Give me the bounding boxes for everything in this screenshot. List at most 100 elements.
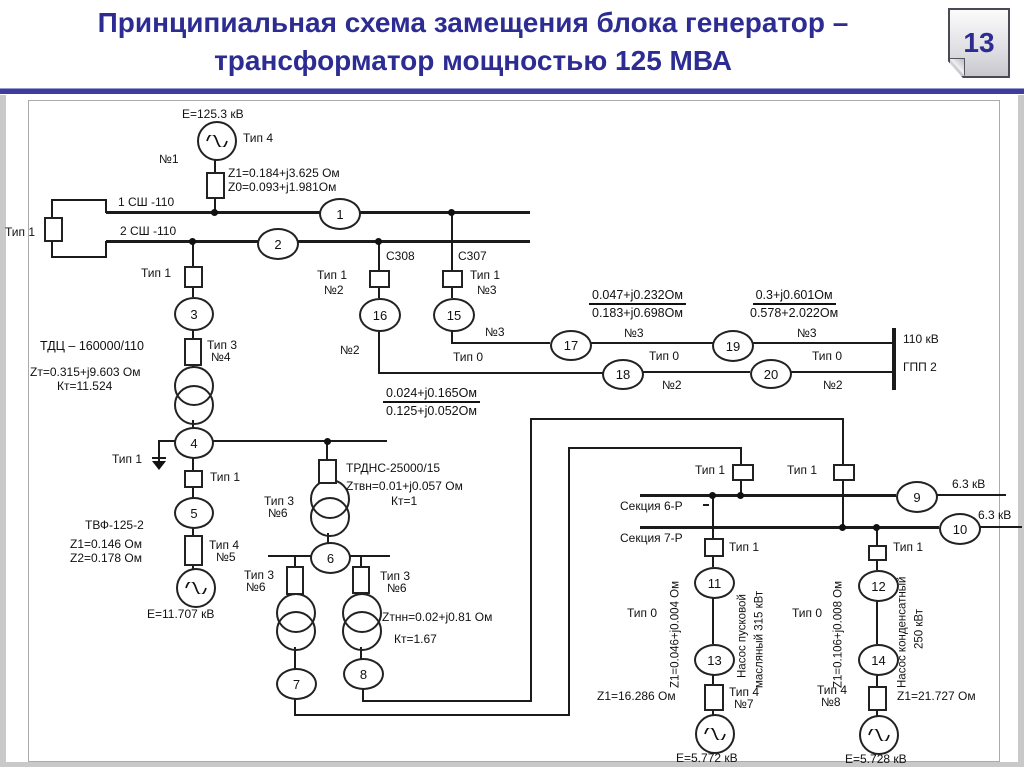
wire [740,447,742,464]
node-10: 10 [939,513,981,545]
pump-cond-source-circle [859,715,899,755]
line-type-label: Тип 0 [649,349,680,363]
pump-oil-power-label: масляный 315 кВт [753,590,766,688]
pump-oil-z-label: Z1=16.286 Ом [597,689,676,703]
bus-coupler-breaker [44,217,63,242]
title-divider [0,88,1024,94]
wire [588,342,713,344]
coupler-type-label: Тип 1 [5,225,36,239]
wire [451,284,453,298]
section7-bus [640,526,939,529]
transformer-winding [310,497,350,537]
node-12: 12 [858,570,899,602]
wire [52,256,107,258]
sine-icon [704,728,726,740]
bus1-label: 1 СШ -110 [118,195,175,209]
edge-right [1018,95,1024,767]
breaker-type-label: Тип 1 [893,540,924,554]
breaker [704,538,724,557]
wire [641,371,750,373]
wire [326,441,328,459]
breaker-num-label: №5 [216,550,236,564]
breaker-type-label: Тип 3 [264,494,295,508]
line-num-label: №2 [662,378,682,392]
wire [294,696,296,716]
wire [378,328,380,374]
wire [214,196,216,213]
wire [712,672,714,685]
breaker [184,470,203,488]
line-impedance-fraction: 0.024+j0.165Ом 0.125+j0.052Ом [383,386,480,418]
junction-dot [189,238,196,245]
generator-z2-label: Z2=0.178 Ом [70,551,142,565]
wire [530,418,844,420]
generator-name-label: ТВФ-125-2 [85,518,144,532]
wire [876,557,878,570]
wire [378,243,380,270]
wire [568,447,570,716]
breaker-type-label: Тип 1 [317,268,348,282]
pump-oil-emf-label: E=5.772 кВ [676,751,738,765]
line-num-label: №3 [624,326,644,340]
t-aux-kvn-label: Кт=1 [391,494,418,508]
breaker [369,270,390,288]
node-18: 18 [602,359,644,390]
t-aux-knn-label: Кт=1.67 [394,632,437,646]
node-15: 15 [433,298,475,332]
wire [876,707,878,716]
junction-dot [375,238,382,245]
breaker [184,338,202,366]
line-z0-label: 0.183+j0.698Ом [592,306,683,320]
section6-label: Секция 6-Р [620,499,683,513]
breaker-type-label: Тип 1 [729,540,760,554]
sine-icon [185,582,207,594]
line-type-label: Тип 0 [792,606,823,620]
gpp-voltage-label: 110 кВ [903,332,939,346]
junction-dot [737,492,744,499]
transformer-winding [174,385,214,425]
node-6: 6 [310,542,351,574]
pump-cond-name-label: Насос конденсатный [896,576,909,689]
breaker-type-label: Тип 4 [817,683,848,697]
gpp-bus-bar [892,328,896,390]
breaker [318,459,337,484]
transformer-winding [276,611,316,651]
slide-title-line2: трансформатор мощностью 125 МВА [214,45,732,76]
wire [211,440,387,442]
generator-emf-label: E=11.707 кВ [147,607,215,621]
breaker-num-label: №8 [821,695,841,709]
generator-z1-label: Z1=0.146 Ом [70,537,142,551]
wire [876,528,878,545]
wire [294,647,296,669]
wire [788,371,894,373]
line-z1-label: 0.047+j0.232Ом [589,288,686,305]
wire [934,494,1006,496]
wire [378,284,380,298]
line-impedance-fraction: 0.3+j0.601Ом 0.578+2.022Ом [750,288,838,320]
wire [378,372,604,374]
node-16: 16 [359,298,401,332]
junction-dot [839,524,846,531]
sine-icon [868,729,890,741]
wire [192,455,194,471]
transformer-winding [342,611,382,651]
breaker-num-label: №6 [246,580,266,594]
ground-arrow-icon [152,461,166,470]
breaker-type-label: Тип 1 [210,470,241,484]
t-block-k-label: Кт=11.524 [57,379,113,393]
breaker-type-label: Тип 3 [380,569,411,583]
edge-bottom [0,762,1024,767]
junction-dot [211,209,218,216]
wire [362,700,532,702]
node-20: 20 [750,359,792,389]
wire [327,533,329,543]
junction-dot [873,524,880,531]
t-aux-znn-label: Zтнн=0.02+j0.81 Ом [382,610,493,624]
wire [294,556,296,567]
breaker [868,686,887,711]
page-number: 13 [963,27,995,58]
t-block-z-label: Zт=0.315+j9.603 Ом [30,365,141,379]
ground-type-label: Тип 1 [112,452,143,466]
page-curl-icon: 13 [948,8,1010,78]
node-11: 11 [694,567,735,599]
